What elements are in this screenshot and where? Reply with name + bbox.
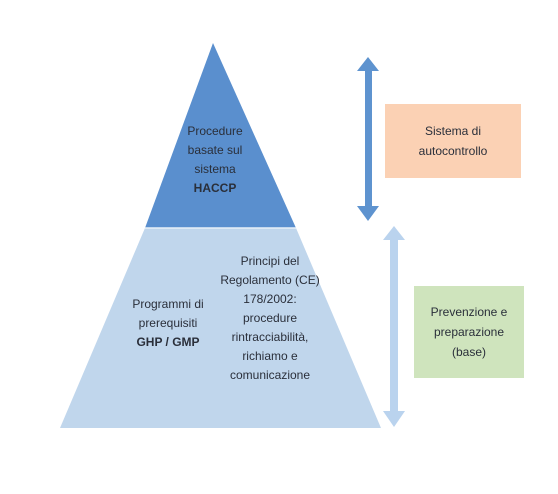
box-label-line: autocontrollo xyxy=(418,144,488,158)
haccp-label: Procedure basate sul sistema HACCP xyxy=(170,122,260,198)
regolamento-label-line: comunicazione xyxy=(229,368,311,382)
regolamento-label-line: procedure xyxy=(242,311,298,325)
box-label-line: (base) xyxy=(451,345,486,359)
regolamento-label-line: Principi del xyxy=(240,254,300,268)
regolamento-label-line: richiamo e xyxy=(242,349,298,363)
regolamento-label: Principi del Regolamento (CE) 178/2002: … xyxy=(215,252,325,385)
box-label-line: preparazione xyxy=(433,325,505,339)
autocontrollo-double-arrow xyxy=(357,57,379,221)
haccp-label-line: sistema xyxy=(194,162,236,176)
prerequisiti-label: Programmi di prerequisiti GHP / GMP xyxy=(118,295,218,352)
prevenzione-preparazione-box: Prevenzione e preparazione (base) xyxy=(414,286,524,378)
prerequisiti-label-line: prerequisiti xyxy=(138,316,198,330)
sistema-autocontrollo-box: Sistema di autocontrollo xyxy=(385,104,521,178)
box-label-line: Prevenzione e xyxy=(430,305,508,319)
regolamento-label-line: rintracciabilità, xyxy=(231,330,309,344)
regolamento-label-line: Regolamento (CE) xyxy=(220,273,320,287)
haccp-label-line: basate sul xyxy=(187,143,243,157)
box-label-line: Sistema di xyxy=(424,124,482,138)
haccp-label-line: Procedure xyxy=(187,124,243,138)
prerequisiti-label-line: Programmi di xyxy=(132,297,204,311)
haccp-label-bold: HACCP xyxy=(193,181,237,195)
prerequisiti-label-bold: GHP / GMP xyxy=(136,335,200,349)
pyramid-top-section xyxy=(145,43,296,228)
pyramid-base-section xyxy=(60,228,381,428)
regolamento-label-line: 178/2002: xyxy=(243,292,297,306)
prevenzione-double-arrow xyxy=(383,226,405,427)
